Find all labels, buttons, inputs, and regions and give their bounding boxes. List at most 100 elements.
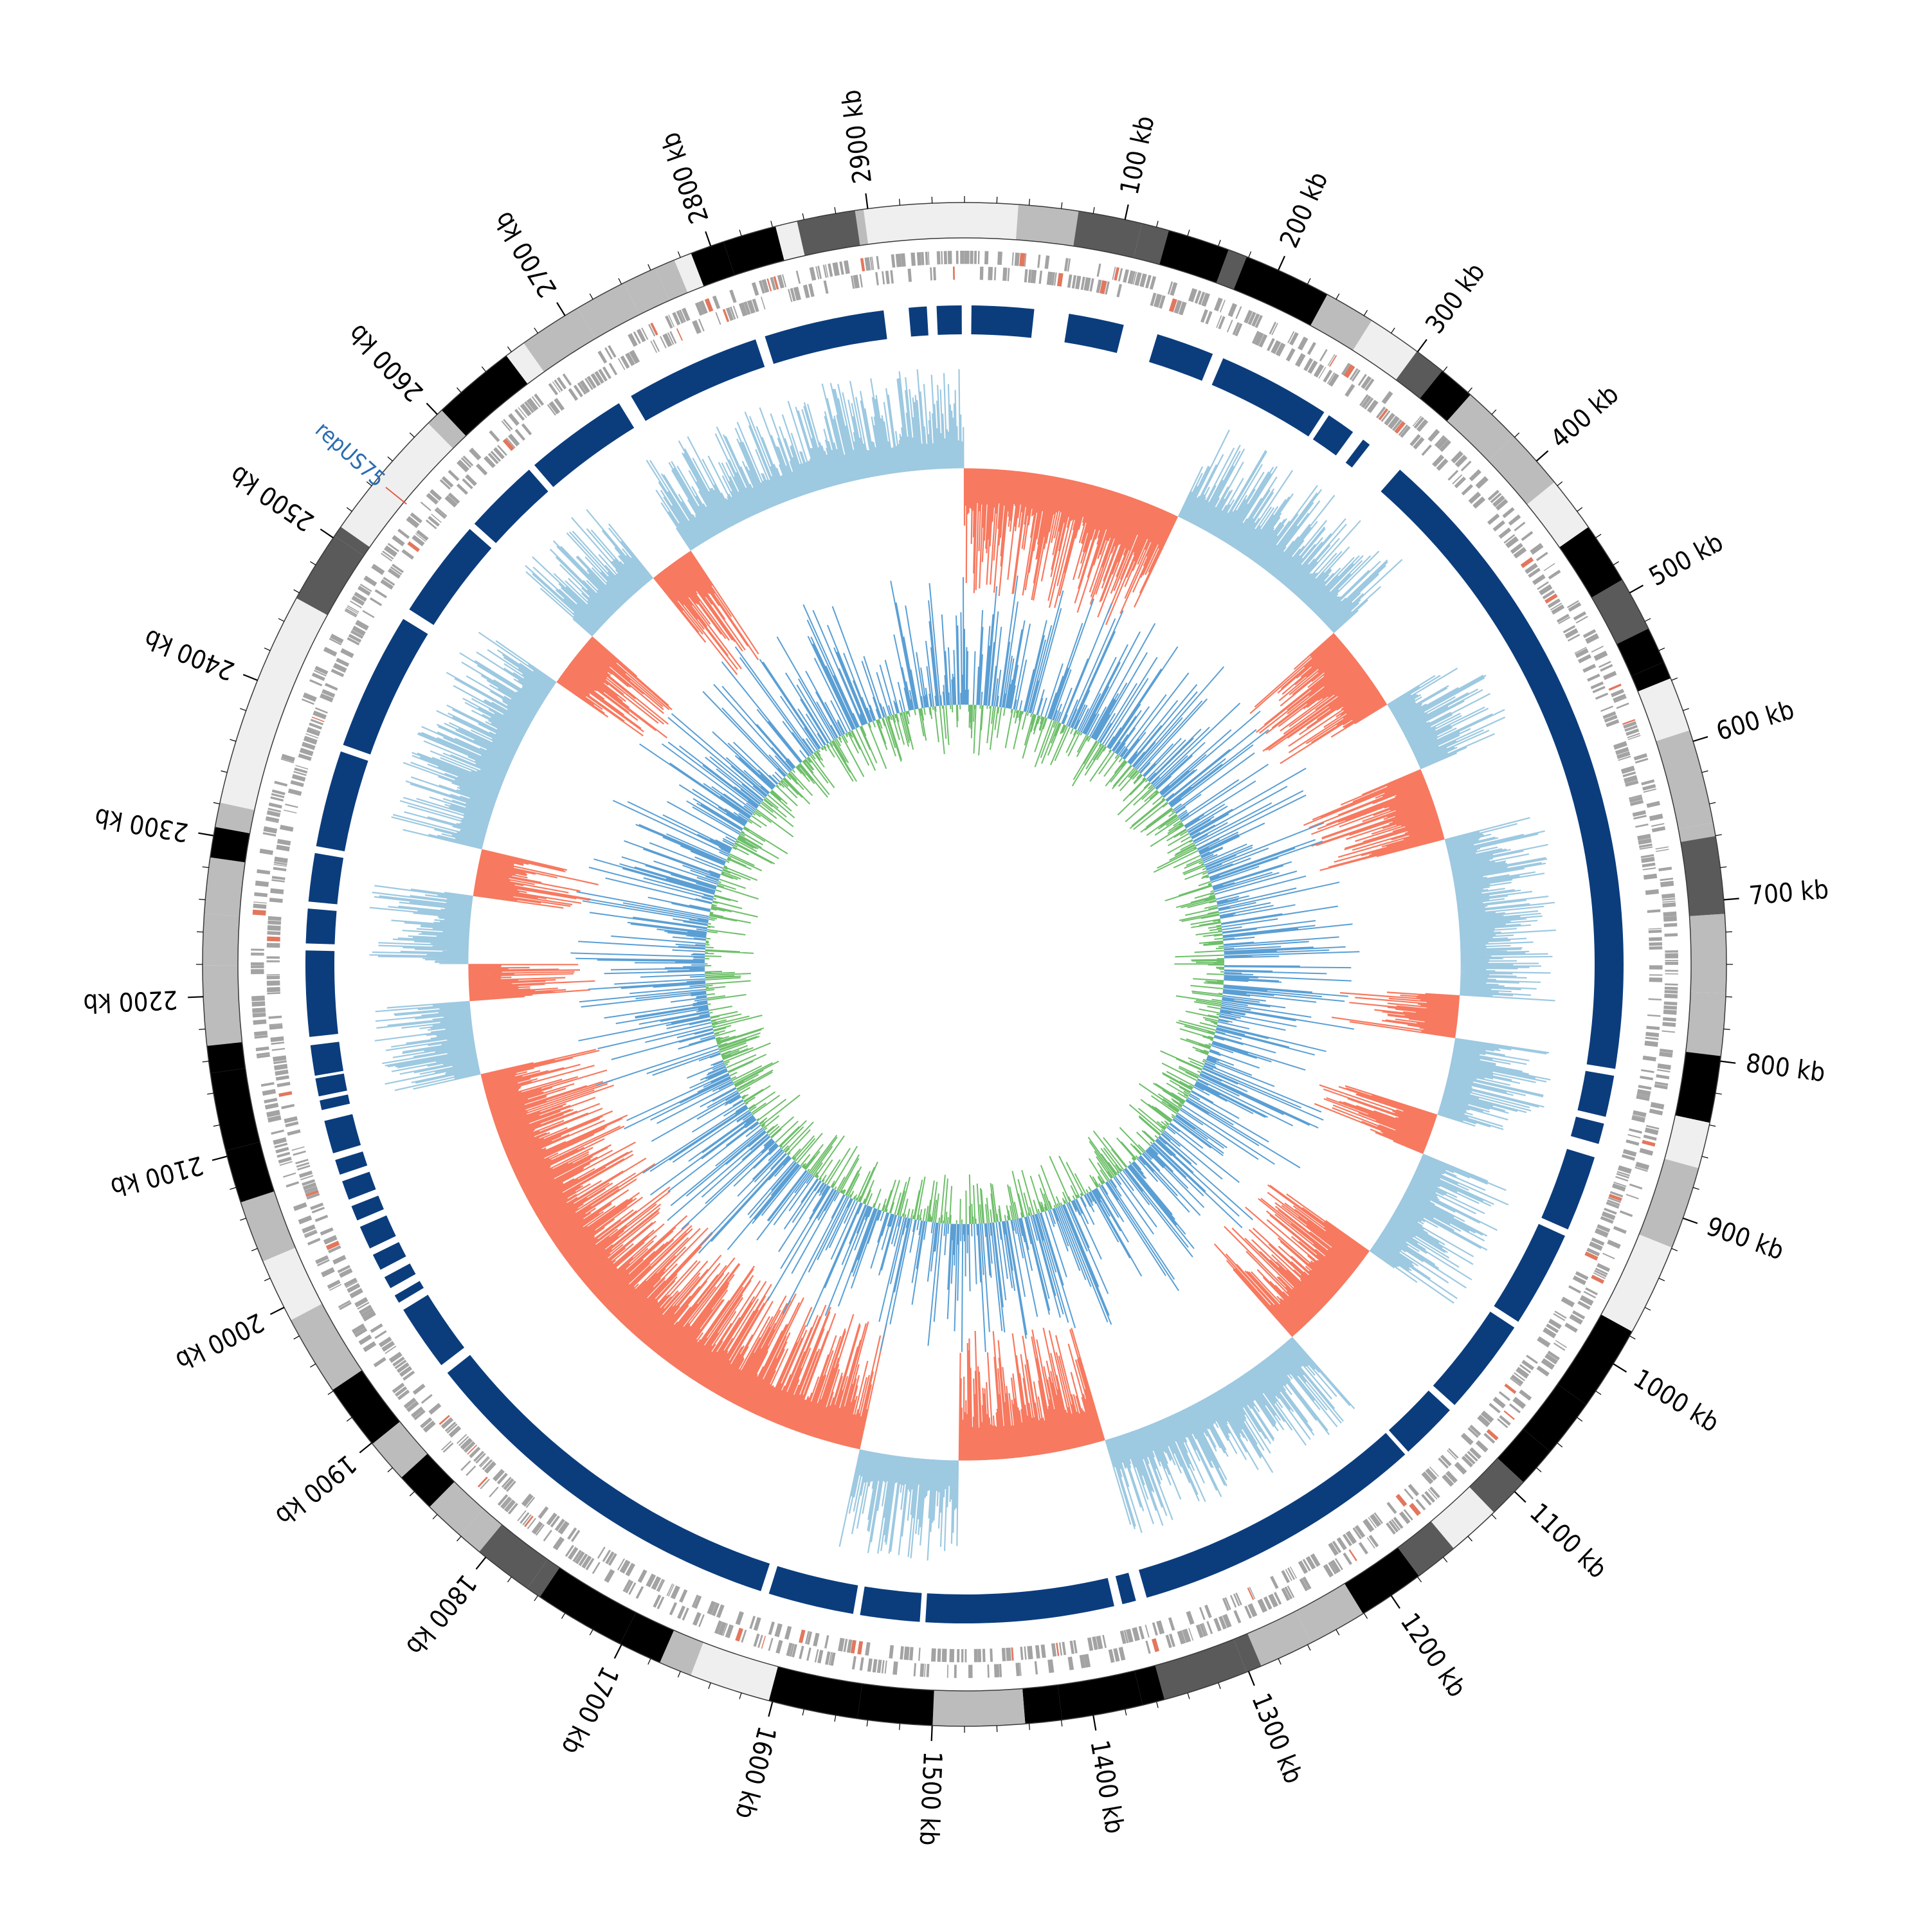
minor-tick <box>678 251 680 257</box>
outer-segment <box>1690 914 1726 993</box>
gene-feature <box>251 962 264 966</box>
gene-feature <box>1298 337 1308 351</box>
major-tick <box>1418 339 1427 352</box>
gene-feature <box>285 804 298 808</box>
gene-feature <box>889 1645 894 1659</box>
gene-feature <box>255 881 269 887</box>
gene-feature <box>1041 1645 1046 1658</box>
minor-tick <box>310 1364 316 1367</box>
minor-tick <box>1557 482 1562 485</box>
gene-feature <box>271 1130 284 1135</box>
gene-feature <box>374 1330 386 1339</box>
gene-feature <box>752 282 759 296</box>
gene-feature <box>852 1656 856 1670</box>
gene-feature <box>1607 1240 1621 1249</box>
minor-tick <box>251 1249 257 1251</box>
major-tick <box>1278 256 1285 270</box>
gene-feature <box>253 1020 266 1025</box>
minor-tick <box>1515 433 1519 437</box>
gene-feature <box>262 1089 276 1096</box>
outer-segment <box>723 226 784 275</box>
gene-feature <box>768 1621 775 1635</box>
gene-feature <box>844 260 850 274</box>
gene-feature <box>1218 316 1225 330</box>
gene-feature <box>1537 1337 1550 1348</box>
gene-feature <box>1643 867 1656 871</box>
gene-feature <box>370 1323 383 1333</box>
gene-feature <box>275 1147 289 1153</box>
gene-feature <box>1298 1560 1309 1574</box>
minor-tick <box>213 1125 220 1126</box>
block-segment <box>860 1587 922 1622</box>
block-segment <box>316 752 368 851</box>
minor-tick <box>534 1596 538 1601</box>
tick-label: 2700 kb <box>489 206 563 302</box>
major-tick <box>476 1557 485 1569</box>
block-segment <box>305 950 338 1037</box>
gene-feature <box>1568 1285 1581 1294</box>
outer-segment <box>1665 1115 1710 1168</box>
gene-feature <box>1286 348 1296 361</box>
gene-feature <box>251 953 264 955</box>
gene-feature <box>799 1646 804 1659</box>
gene-feature <box>256 1047 269 1052</box>
minor-tick <box>1659 648 1665 651</box>
gene-feature <box>890 270 894 284</box>
minor-tick <box>230 739 236 741</box>
gene-feature <box>1582 664 1596 673</box>
gene-feature <box>904 1647 910 1660</box>
gene-feature <box>1649 974 1663 975</box>
minor-tick <box>1364 310 1367 316</box>
gene-feature <box>1031 270 1037 284</box>
major-tick <box>1093 1715 1096 1731</box>
outer-segment <box>941 203 959 238</box>
minor-tick <box>1702 771 1708 773</box>
gene-feature <box>527 1518 536 1529</box>
gene-feature <box>1233 1610 1241 1623</box>
gene-feature <box>1011 253 1013 266</box>
gene-feature <box>876 256 880 269</box>
gene-feature <box>267 943 280 948</box>
block-segment <box>309 853 343 905</box>
gene-feature <box>1035 1645 1040 1659</box>
minor-tick <box>1188 230 1190 236</box>
block-segment <box>1212 358 1325 437</box>
gene-feature <box>715 312 721 325</box>
gene-feature <box>1665 960 1678 961</box>
gene-feature <box>1427 429 1440 442</box>
gene-feature <box>1422 444 1432 456</box>
gene-feature <box>1020 1647 1023 1660</box>
gene-feature <box>1626 1194 1639 1200</box>
gene-feature <box>1555 1340 1567 1348</box>
gene-feature <box>1665 962 1678 965</box>
gene-feature <box>1660 881 1674 887</box>
minor-tick <box>835 1715 836 1722</box>
minor-tick <box>507 347 511 352</box>
block-segment <box>306 908 337 944</box>
tick-label: 2500 kb <box>225 459 320 536</box>
minor-tick <box>1336 294 1339 300</box>
gene-feature <box>931 1648 936 1662</box>
gene-feature <box>609 363 618 375</box>
major-tick <box>1724 898 1739 899</box>
minor-tick <box>1218 240 1220 246</box>
gene-feature <box>865 1642 870 1656</box>
gene-feature <box>1051 1643 1056 1657</box>
minor-tick <box>1468 1537 1472 1542</box>
gene-feature <box>669 1602 677 1615</box>
annotation-label: repUS75 <box>310 417 390 492</box>
gene-feature <box>1642 863 1656 867</box>
gene-feature <box>1663 1006 1677 1010</box>
gene-feature <box>1620 1211 1633 1218</box>
outer-segment <box>864 203 942 244</box>
minor-tick <box>1443 366 1447 372</box>
gene-feature <box>1454 1462 1467 1475</box>
gene-feature <box>1662 893 1675 898</box>
gene-feature <box>267 931 280 935</box>
gene-feature <box>1536 552 1548 561</box>
gene-feature <box>284 809 296 813</box>
gene-feature <box>1062 1642 1066 1656</box>
minor-tick <box>1577 507 1582 511</box>
